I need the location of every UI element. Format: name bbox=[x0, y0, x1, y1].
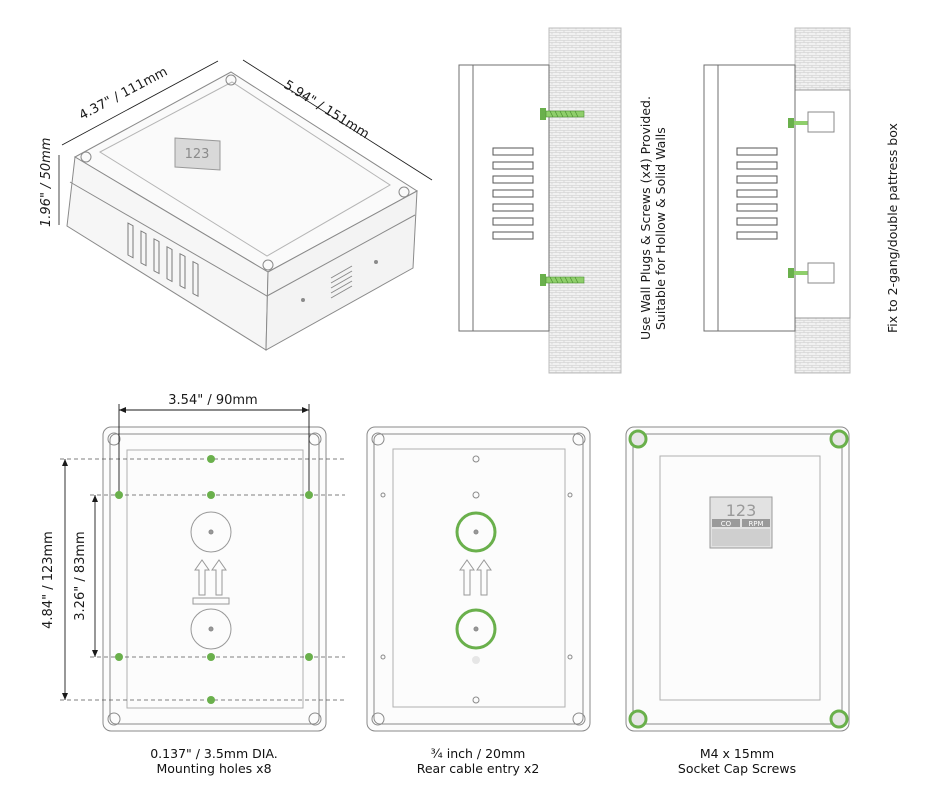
wall-screw-bottom bbox=[540, 274, 585, 286]
rear-caption-line1: 0.137" / 3.5mm DIA. bbox=[150, 746, 278, 761]
front-caption-line2: Socket Cap Screws bbox=[677, 761, 797, 776]
rear-outer bbox=[102, 426, 327, 732]
wall-screw-top bbox=[540, 108, 585, 120]
rear-arrows bbox=[192, 559, 230, 605]
mounting-holes bbox=[115, 455, 313, 704]
mounting-hole-5 bbox=[115, 653, 123, 661]
pattress-screw-bottom bbox=[788, 262, 835, 284]
pattress-screw-top bbox=[788, 111, 835, 133]
rear-knockout-top bbox=[190, 511, 232, 553]
front-view-caption: M4 x 15mm Socket Cap Screws bbox=[627, 746, 847, 776]
cap-screw-2 bbox=[829, 429, 849, 449]
cable-entry-bottom bbox=[455, 608, 497, 650]
dim-outer-height-label: 4.84" / 123mm bbox=[41, 531, 56, 629]
iso-screw-4 bbox=[262, 259, 274, 271]
box-side-1 bbox=[458, 64, 550, 332]
front-view bbox=[625, 426, 850, 732]
iso-screw-1 bbox=[80, 151, 92, 163]
mounting-hole-6 bbox=[207, 653, 215, 661]
dim-height-label: 1.96" / 50mm bbox=[39, 138, 54, 227]
mounting-hole-1 bbox=[207, 455, 215, 463]
entry-caption-line2: Rear cable entry x2 bbox=[416, 761, 540, 776]
rear-view-caption: 0.137" / 3.5mm DIA. Mounting holes x8 bbox=[104, 746, 324, 776]
iso-screw-3 bbox=[398, 186, 410, 198]
entry-arrows bbox=[459, 559, 492, 596]
wall-section-1 bbox=[548, 27, 622, 374]
iso-display bbox=[174, 137, 221, 171]
entry-outer bbox=[366, 426, 591, 732]
iso-dimensions bbox=[58, 59, 433, 225]
iso-vents bbox=[127, 222, 199, 298]
rear-caption-line2: Mounting holes x8 bbox=[156, 761, 272, 776]
rear-view bbox=[60, 404, 345, 732]
cable-entry-view bbox=[366, 426, 591, 732]
mounting-hole-7 bbox=[305, 653, 313, 661]
front-caption-line1: M4 x 15mm bbox=[699, 746, 775, 761]
isometric-view: 123 bbox=[66, 71, 418, 351]
side2-vents bbox=[736, 147, 778, 240]
side-view-pattress bbox=[703, 27, 851, 374]
front-display-label-left: CO bbox=[721, 520, 732, 528]
pattress-note: Fix to 2-gang/double pattress box bbox=[885, 123, 900, 333]
front-display-label-right: RPM bbox=[748, 520, 763, 528]
front-display-value: 123 bbox=[726, 501, 757, 520]
cap-screws bbox=[628, 429, 849, 729]
cable-entry-top bbox=[455, 511, 497, 553]
rear-knockout-bottom bbox=[190, 608, 232, 650]
cap-screw-1 bbox=[628, 429, 648, 449]
screw-note-line2: Suitable for Hollow & Solid Walls bbox=[653, 127, 668, 330]
iso-grille bbox=[330, 265, 353, 299]
cap-screw-4 bbox=[829, 709, 849, 729]
cap-screw-3 bbox=[628, 709, 648, 729]
dim-hole-width-label: 3.54" / 90mm bbox=[168, 393, 257, 408]
entry-view-caption: ¾ inch / 20mm Rear cable entry x2 bbox=[368, 746, 588, 776]
front-outer bbox=[625, 426, 850, 732]
iso-display-value: 123 bbox=[185, 147, 210, 162]
screw-note-line1: Use Wall Plugs & Screws (x4) Provided. bbox=[638, 96, 653, 340]
box-side-2 bbox=[703, 64, 796, 332]
entry-caption-line1: ¾ inch / 20mm bbox=[430, 746, 526, 761]
dim-inner-height-label: 3.26" / 83mm bbox=[73, 531, 88, 620]
mounting-hole-2 bbox=[115, 491, 123, 499]
mounting-hole-3 bbox=[207, 491, 215, 499]
iso-screw-2 bbox=[225, 74, 237, 86]
mounting-hole-4 bbox=[305, 491, 313, 499]
side-view-wall bbox=[458, 27, 622, 374]
iso-right-face bbox=[265, 190, 418, 351]
mounting-hole-8 bbox=[207, 696, 215, 704]
side1-vents bbox=[492, 147, 534, 240]
